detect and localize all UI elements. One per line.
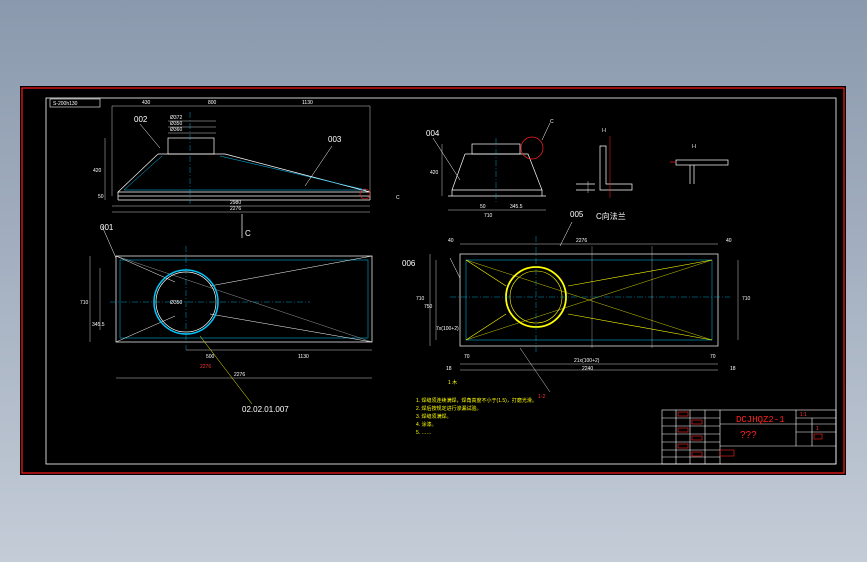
dim-top-dia-2: Ø350 [170, 121, 182, 127]
note-5: 5. …… [416, 430, 432, 436]
title-block [661, 409, 837, 465]
dim-total-1: 2980 [230, 200, 241, 206]
plan-view [89, 225, 373, 405]
dim-flange-18b: 18 [730, 366, 736, 372]
dim-left-t: 50 [98, 194, 104, 200]
part-label-001: 001 [100, 223, 114, 232]
section-view-2 [670, 159, 729, 184]
section-label-1: I-I [602, 128, 606, 134]
dim-plan-2: 1130 [298, 354, 309, 360]
detail-c-label: C [550, 119, 554, 125]
dim-side-h: 420 [430, 170, 439, 176]
cad-drawing: S-200h130 Ø372 Ø350 Ø360 430 800 1130 42… [21, 87, 845, 474]
dim-plan-w: 2276 [234, 372, 245, 378]
dim-total-2: 2276 [230, 206, 241, 212]
dim-left-h: 420 [93, 168, 102, 174]
weld-mark-flange: 1-2 [538, 394, 545, 400]
dim-flange-40b: 40 [726, 238, 732, 244]
dim-top-dia-3: Ø360 [170, 127, 182, 133]
note-1: 1. 焊缝须连续满焊，焊角高度不小于(1.5)，打磨光滑。 [416, 397, 537, 404]
part-label-004: 004 [426, 129, 440, 138]
title-scale: 1:1 [800, 412, 807, 418]
part-label-003: 003 [328, 135, 342, 144]
section-view-1 [576, 136, 633, 198]
inner-frame [45, 97, 837, 465]
tag-top-left: S-200h130 [53, 101, 78, 107]
dim-plan-dia: Ø350 [170, 300, 182, 306]
technical-notes: 1. 焊缝须连续满焊，焊角高度不小于(1.5)，打磨光滑。 2. 焊后按规定进行… [416, 397, 537, 436]
detail-c-front: C [396, 195, 400, 201]
part-label-005: 005 [570, 210, 584, 219]
dim-flange-70a: 70 [464, 354, 470, 360]
weld-mark-plan: 2276 [200, 364, 211, 370]
dim-flange-18a: 18 [446, 366, 452, 372]
view-marker-c: C [245, 229, 251, 238]
dim-flange-40a: 40 [448, 238, 454, 244]
dim-top-len-b: 800 [208, 100, 217, 106]
dim-flange-bot-1: 21x(100+2) [574, 358, 600, 364]
note-4: 4. 涂漆。 [416, 421, 437, 428]
dim-plan-inner: 345.5 [92, 322, 105, 328]
dim-flange-left-3: 750 [424, 304, 433, 310]
cad-drawing-canvas: S-200h130 Ø372 Ø350 Ø360 430 800 1130 42… [20, 86, 846, 475]
dim-flange-70b: 70 [710, 354, 716, 360]
dim-plan-1: 500 [206, 354, 215, 360]
dim-flange-bot-2: 2240 [582, 366, 593, 372]
dim-top-dia-1: Ø372 [170, 115, 182, 121]
note-3: 3. 焊缝须满焊。 [416, 413, 452, 420]
title-drawing-name: ??? [740, 430, 757, 441]
dim-flange-left-1: 710 [416, 296, 425, 302]
note-2: 2. 焊后按规定进行渗漏试验。 [416, 405, 482, 412]
dim-top-len-a: 430 [142, 100, 151, 106]
dim-flange-top: 2276 [576, 238, 587, 244]
dim-flange-right: 710 [742, 296, 751, 302]
dim-plan-h: 710 [80, 300, 89, 306]
dim-side-a: 50 [480, 204, 486, 210]
side-view [432, 137, 546, 211]
section-label-2: I-I [692, 144, 696, 150]
dim-side-c: 710 [484, 213, 493, 219]
part-label-006: 006 [402, 259, 416, 268]
dim-flange-left-4: 7x(100+2) [436, 326, 459, 332]
weld-callout-front [359, 188, 371, 200]
title-drawing-number: DCJHQZ2-1 [736, 415, 785, 425]
dim-top-len-c: 1130 [302, 100, 313, 106]
flange-label: C向法兰 [596, 211, 626, 221]
detail-circle-c [520, 136, 544, 160]
part-label-002: 002 [134, 115, 148, 124]
title-block-red-marks [677, 411, 823, 457]
label-cn: 1 木 [448, 379, 457, 386]
flange-view [429, 221, 739, 393]
ref-bottom: 02.02.01.007 [242, 405, 289, 414]
outer-frame [21, 87, 845, 474]
front-view [104, 105, 371, 213]
title-sheet: 1 [816, 426, 819, 432]
dim-side-b: 345.5 [510, 204, 523, 210]
